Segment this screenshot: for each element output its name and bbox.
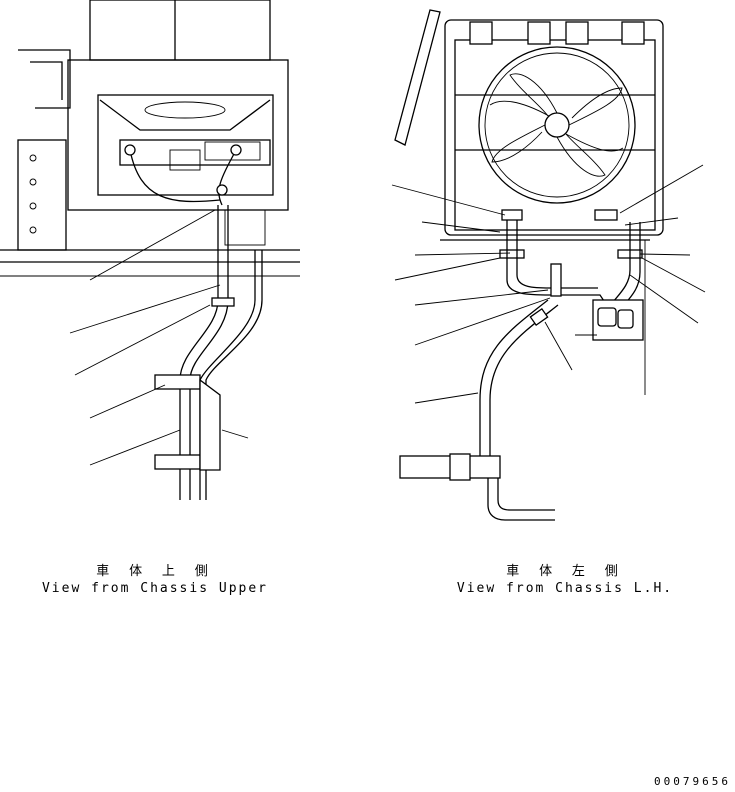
drawing-number: 00079656 bbox=[654, 775, 731, 788]
left-view-title-en: View from Chassis Upper bbox=[41, 581, 268, 596]
right-view-drawing bbox=[391, 9, 706, 521]
left-view-drawing bbox=[0, 0, 300, 500]
right-view-title-en: View from Chassis L.H. bbox=[456, 581, 674, 596]
left-view-caption: 車 体 上 側 View from Chassis Upper bbox=[40, 560, 270, 596]
right-view-caption: 車 体 左 側 View from Chassis L.H. bbox=[450, 560, 680, 596]
left-view-title-jp: 車 体 上 側 bbox=[96, 564, 214, 579]
right-view-title-jp: 車 体 左 側 bbox=[506, 564, 624, 579]
